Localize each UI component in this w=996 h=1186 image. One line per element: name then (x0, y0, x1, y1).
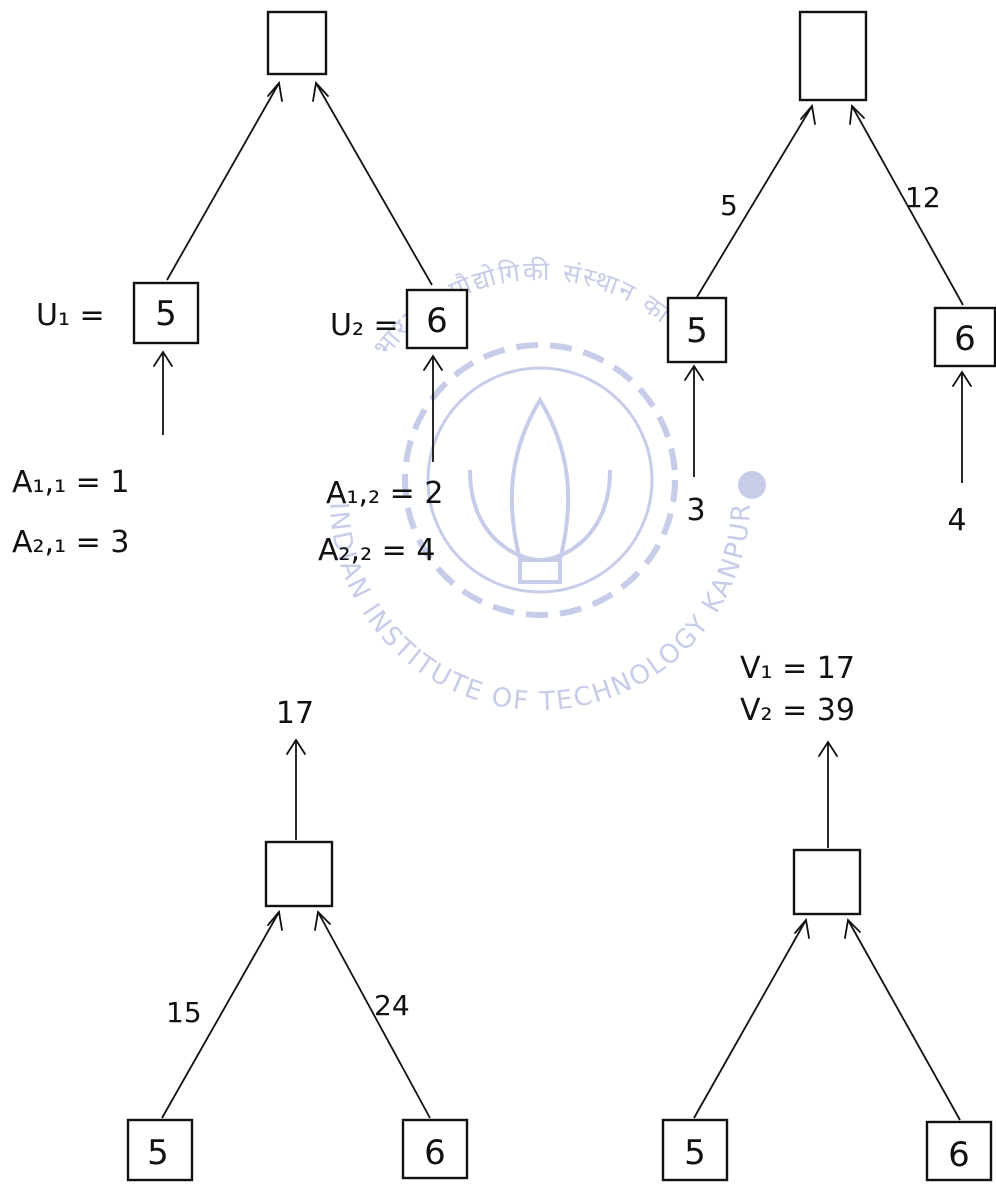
hidden-node-right (933, 306, 996, 368)
node-value: 5 (147, 1133, 169, 1173)
output-node (266, 10, 328, 76)
edge-label-right: 24 (374, 989, 410, 1022)
arrowhead-icon (312, 81, 329, 102)
edge-label-left: 5 (720, 189, 738, 222)
input-value-right: 4 (947, 503, 966, 538)
hidden-node-left (666, 296, 728, 364)
gear-ring-icon (402, 342, 678, 618)
panel-bottom-right: V₁ = 17 V₂ = 39 5 6 (661, 651, 993, 1182)
input-node-right (925, 1120, 993, 1182)
flame-icon (509, 396, 571, 562)
input-a11: A₁,₁ = 1 (12, 465, 129, 500)
arrowhead-icon (844, 918, 861, 939)
output-value: 17 (276, 696, 314, 731)
node-value: 5 (155, 294, 177, 334)
output-node (792, 848, 862, 916)
node-prefix-u1: U₁ = (36, 298, 105, 333)
panel-bottom-left: 17 15 24 5 6 (126, 696, 469, 1182)
edge-label-right: 12 (905, 181, 941, 214)
node-value: 5 (686, 311, 708, 351)
seal-dot-icon (738, 471, 766, 499)
node-value: 6 (948, 1135, 970, 1175)
output-node (264, 840, 334, 908)
arrowhead-icon (267, 909, 283, 931)
input-node-left (126, 1118, 194, 1182)
edge-left (693, 919, 807, 1119)
input-a12: A₁,₂ = 2 (326, 476, 443, 511)
arrowhead-icon (286, 738, 306, 755)
arrowhead-icon (153, 350, 173, 367)
input-node-right (401, 1118, 469, 1180)
hidden-node-right (405, 288, 469, 350)
arrowhead-icon (800, 103, 816, 125)
arrowhead-icon (849, 104, 865, 125)
lamp-icon (468, 469, 612, 563)
input-node-left (661, 1118, 729, 1182)
arrowhead-icon (794, 917, 810, 939)
arrowhead-icon (423, 354, 443, 371)
edge-left (161, 911, 280, 1119)
node-value: 6 (424, 1133, 446, 1173)
edge-left (166, 82, 280, 281)
output-value-v2: V₂ = 39 (740, 693, 855, 728)
arrowhead-icon (952, 370, 972, 387)
input-a22: A₂,₂ = 4 (318, 533, 435, 568)
arrowhead-icon (684, 364, 704, 381)
arrowhead-icon (314, 910, 331, 931)
edge-right (315, 82, 433, 286)
arrowhead-icon (267, 80, 283, 102)
inner-ring-icon (426, 366, 654, 594)
arrowhead-icon (818, 740, 838, 757)
edge-right (847, 919, 961, 1121)
node-value: 6 (426, 301, 448, 341)
output-value-v1: V₁ = 17 (740, 651, 855, 686)
lamp-base-icon (518, 558, 562, 584)
edge-right (317, 911, 431, 1119)
input-value-left: 3 (686, 493, 705, 528)
input-a21: A₂,₁ = 3 (12, 525, 129, 560)
node-value: 5 (684, 1133, 706, 1173)
hidden-node-left (132, 281, 200, 345)
node-prefix-u2: U₂ = (330, 308, 399, 343)
panel-top-right: 5 12 5 6 3 4 (666, 10, 996, 538)
edge-right (851, 105, 964, 306)
output-node (798, 10, 868, 102)
edge-left (696, 105, 813, 298)
node-value: 6 (954, 319, 976, 359)
edge-label-left: 15 (166, 996, 202, 1029)
panel-top-left: U₁ = 5 U₂ = 6 A₁,₁ = 1 A₂,₁ = 3 A₁,₂ = 2… (12, 10, 469, 568)
